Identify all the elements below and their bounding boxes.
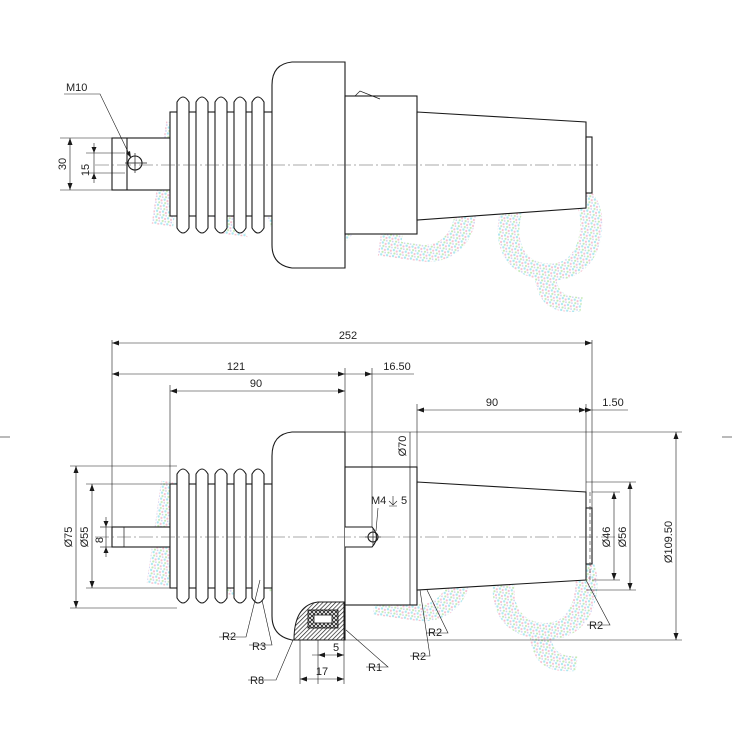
cone-top xyxy=(416,111,587,221)
dia-109-50-label: Ø109.50 xyxy=(663,521,675,563)
flange-top xyxy=(271,61,346,269)
dia-70-label: Ø70 xyxy=(397,436,409,457)
dia-56-label: Ø56 xyxy=(617,527,629,548)
m4-depth-label: 5 xyxy=(401,495,407,507)
dia-46-label: Ø46 xyxy=(601,527,613,548)
m4-label: M4 xyxy=(371,495,386,507)
r2-b-label: R2 xyxy=(412,651,426,663)
r3-label: R3 xyxy=(252,641,266,653)
dim-1-50-label: 1.50 xyxy=(602,397,623,409)
m10-label: M10 xyxy=(66,82,87,94)
flange-side xyxy=(271,431,346,641)
terminal-lug xyxy=(111,137,173,191)
dim-17-label: 17 xyxy=(316,666,328,678)
r1-label: R1 xyxy=(368,662,382,674)
dim-90-cone-label: 90 xyxy=(486,397,498,409)
dia-75-label: Ø75 xyxy=(63,527,75,548)
r2-d-label: R2 xyxy=(589,620,603,632)
r2-c-label: R2 xyxy=(428,627,442,639)
dim-8-label: 8 xyxy=(94,537,106,543)
cone-side xyxy=(416,481,587,591)
dim-5-label: 5 xyxy=(333,642,339,654)
r2-a-label: R2 xyxy=(222,631,236,643)
side-view: 252 121 16.50 90 90 1.50 Ø70 Ø xyxy=(63,330,682,687)
dim-16-50-label: 16.50 xyxy=(383,361,411,373)
r8-label: R8 xyxy=(250,675,264,687)
detail-section xyxy=(293,601,345,641)
dim-15-label: 15 xyxy=(80,164,92,176)
dim-90-sheds-label: 90 xyxy=(250,378,262,390)
top-view: 30 15 M10 xyxy=(57,61,600,269)
dia-55-label: Ø55 xyxy=(79,527,91,548)
dim-121-label: 121 xyxy=(227,361,245,373)
sheds-side xyxy=(169,468,276,604)
dim-overall-label: 252 xyxy=(339,330,357,342)
dim-30-label: 30 xyxy=(57,158,69,170)
